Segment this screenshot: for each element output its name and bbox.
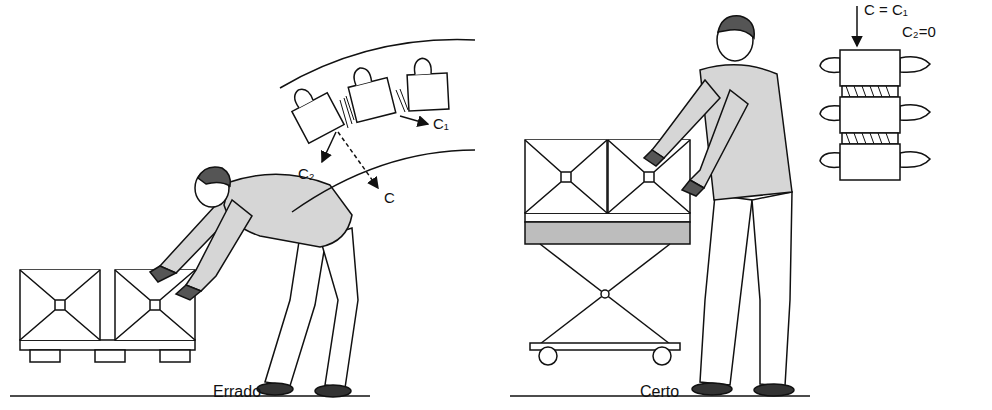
force-label: C₂ xyxy=(298,166,315,183)
spine-inset-bent xyxy=(280,40,475,212)
boxes-left xyxy=(20,270,195,340)
force-label: C xyxy=(384,190,395,207)
worker-standing xyxy=(644,16,794,396)
force-label: C₂=0 xyxy=(902,24,936,41)
force-label: C₁ xyxy=(433,116,449,133)
caption-label: Certo xyxy=(640,383,679,401)
caption-label: Errado xyxy=(213,383,261,401)
force-label: C = C₁ xyxy=(864,2,908,19)
pallet xyxy=(10,340,370,396)
worker-bending xyxy=(150,167,358,397)
